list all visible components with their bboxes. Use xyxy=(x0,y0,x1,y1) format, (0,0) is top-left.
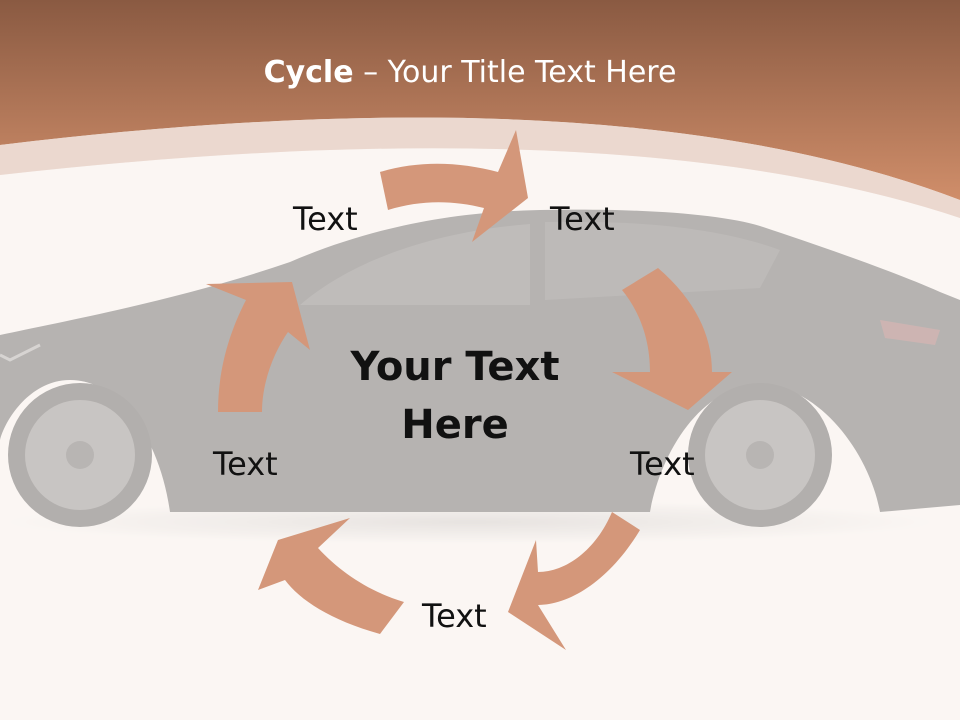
node-label-top-left: Text xyxy=(293,200,358,238)
node-label-bottom: Text xyxy=(422,597,487,635)
cycle-arrow-top xyxy=(380,130,528,242)
center-text-line1: Your Text xyxy=(350,344,560,390)
node-label-right: Text xyxy=(630,445,695,483)
node-label-left: Text xyxy=(213,445,278,483)
cycle-arrow-bottom-right xyxy=(508,512,640,650)
title-rest: – Your Title Text Here xyxy=(353,55,677,90)
cycle-arrow-right xyxy=(612,268,732,410)
title-bold: Cycle xyxy=(263,55,354,90)
cycle-arrow-left xyxy=(206,282,310,412)
center-text-line2: Here xyxy=(401,402,509,448)
node-label-top-right: Text xyxy=(550,200,615,238)
slide-title: Cycle – Your Title Text Here xyxy=(0,55,940,90)
center-text: Your Text Here xyxy=(330,338,580,454)
cycle-arrows xyxy=(206,130,732,650)
cycle-arrow-bottom-left xyxy=(258,518,404,634)
